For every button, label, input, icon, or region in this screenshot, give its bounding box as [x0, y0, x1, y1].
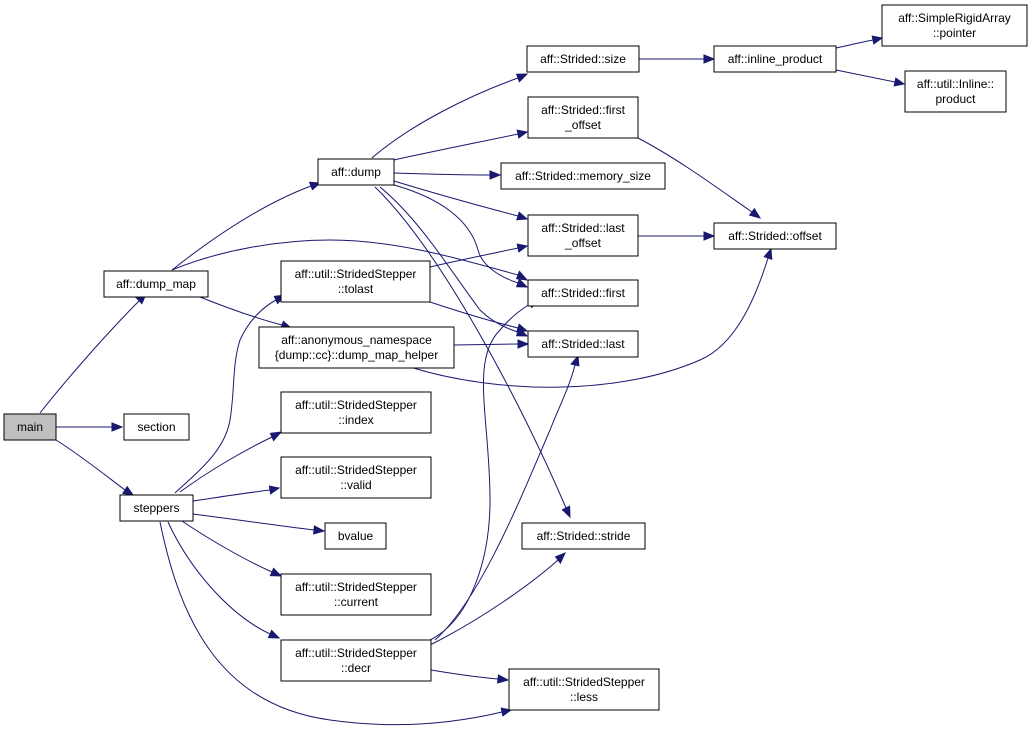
node-label: ::index	[338, 413, 373, 427]
node-helper[interactable]: aff::anonymous_namespace{dump::cc}::dump…	[258, 326, 455, 369]
node-label: aff::Strided::first	[541, 103, 625, 117]
node-inline-product[interactable]: aff::inline_product	[713, 45, 837, 73]
edge-helper-last	[453, 339, 530, 349]
node-label: aff::SimpleRigidArray	[898, 11, 1011, 25]
edge-helper-offset	[409, 247, 773, 388]
edge-decr-last	[434, 354, 580, 641]
node-label: aff::dump_map	[116, 277, 196, 291]
node-offset[interactable]: aff::Strided::offset	[713, 222, 837, 250]
edge-main-dump-map	[39, 293, 147, 414]
node-bvalue[interactable]: bvalue	[324, 522, 387, 550]
node-label: aff::dump	[331, 165, 381, 179]
node-label: aff::util::StridedStepper	[295, 646, 417, 660]
node-label: product	[935, 92, 976, 106]
node-dump[interactable]: aff::dump	[317, 158, 395, 186]
edge-last-offset-offset	[638, 231, 716, 241]
node-size[interactable]: aff::Strided::size	[526, 45, 640, 73]
edge-decr-less	[430, 669, 510, 684]
node-dump-map[interactable]: aff::dump_map	[103, 270, 209, 298]
node-label: main	[17, 420, 43, 434]
node-inline-util[interactable]: aff::util::Inline::product	[904, 70, 1007, 113]
node-first[interactable]: aff::Strided::first	[527, 279, 639, 307]
node-less[interactable]: aff::util::StridedStepper::less	[508, 668, 660, 711]
node-label: aff::util::StridedStepper	[295, 580, 417, 594]
edge-steppers-less	[159, 521, 513, 726]
node-label: aff::Strided::last	[541, 337, 625, 351]
node-label: aff::util::StridedStepper	[295, 267, 417, 281]
edge-decr-stride	[429, 552, 566, 646]
node-pointer[interactable]: aff::SimpleRigidArray::pointer	[881, 4, 1028, 47]
node-label: aff::Strided::offset	[728, 229, 822, 243]
edge-main-steppers	[55, 439, 135, 496]
node-label: ::decr	[341, 661, 371, 675]
node-index[interactable]: aff::util::StridedStepper::index	[280, 391, 432, 434]
node-label: ::valid	[340, 478, 371, 492]
node-last[interactable]: aff::Strided::last	[527, 330, 639, 358]
node-decr[interactable]: aff::util::StridedStepper::decr	[280, 639, 432, 682]
edge-steppers-current	[181, 520, 283, 577]
edge-main-section	[56, 422, 124, 432]
edge-first-offset-offset	[637, 137, 762, 219]
edge-dump-size	[371, 73, 529, 159]
edge-inline-product-pointer	[835, 35, 884, 49]
edge-dump-memory-size	[393, 170, 502, 180]
node-label: section	[137, 420, 175, 434]
node-last-offset[interactable]: aff::Strided::last_offset	[527, 214, 639, 257]
node-valid[interactable]: aff::util::StridedStepper::valid	[280, 456, 432, 499]
edge-inline-product-inline-util	[835, 69, 906, 87]
edge-dump-last-offset	[393, 180, 529, 221]
node-label: aff::Strided::last	[541, 221, 625, 235]
edge-dump-map-first	[171, 239, 529, 281]
node-label: bvalue	[338, 529, 374, 543]
node-label: aff::util::StridedStepper	[523, 675, 645, 689]
node-label: aff::anonymous_namespace	[281, 333, 432, 347]
edge-steppers-tolast	[174, 294, 287, 494]
node-label: steppers	[133, 501, 179, 515]
edge-dump-stride	[374, 186, 571, 519]
edge-dump-first	[393, 184, 529, 288]
edge-steppers-valid	[192, 485, 281, 502]
edge-steppers-index	[179, 431, 283, 493]
edge-size-inline-product	[639, 54, 716, 64]
node-stride[interactable]: aff::Strided::stride	[521, 522, 646, 550]
node-section[interactable]: section	[123, 413, 190, 441]
node-label: ::less	[570, 690, 598, 704]
node-label: ::pointer	[933, 26, 976, 40]
node-tolast[interactable]: aff::util::StridedStepper::tolast	[280, 260, 431, 303]
node-label: aff::Strided::memory_size	[515, 169, 651, 183]
node-label: aff::util::Inline::	[917, 77, 994, 91]
node-first-offset[interactable]: aff::Strided::first_offset	[527, 96, 639, 139]
node-label: _offset	[564, 118, 601, 132]
edge-steppers-decr	[167, 521, 281, 639]
node-label: aff::util::StridedStepper	[295, 398, 417, 412]
edge-tolast-last-offset	[429, 243, 529, 268]
node-memory-size[interactable]: aff::Strided::memory_size	[500, 162, 666, 190]
node-label: aff::Strided::size	[540, 52, 626, 66]
node-label: {dump::cc}::dump_map_helper	[275, 348, 438, 362]
edge-dump-map-dump	[171, 181, 322, 271]
node-steppers[interactable]: steppers	[119, 494, 194, 522]
node-label: ::tolast	[338, 282, 374, 296]
node-label: ::current	[334, 595, 379, 609]
edge-tolast-last	[429, 301, 529, 333]
node-current[interactable]: aff::util::StridedStepper::current	[280, 573, 432, 616]
node-label: _offset	[564, 236, 601, 250]
edge-steppers-bvalue	[192, 513, 326, 535]
edge-dump-first-offset	[393, 129, 529, 161]
node-main[interactable]: main	[3, 413, 57, 441]
node-label: aff::Strided::first	[541, 286, 625, 300]
node-label: aff::inline_product	[728, 52, 823, 66]
node-label: aff::util::StridedStepper	[295, 463, 417, 477]
node-label: aff::Strided::stride	[537, 529, 631, 543]
